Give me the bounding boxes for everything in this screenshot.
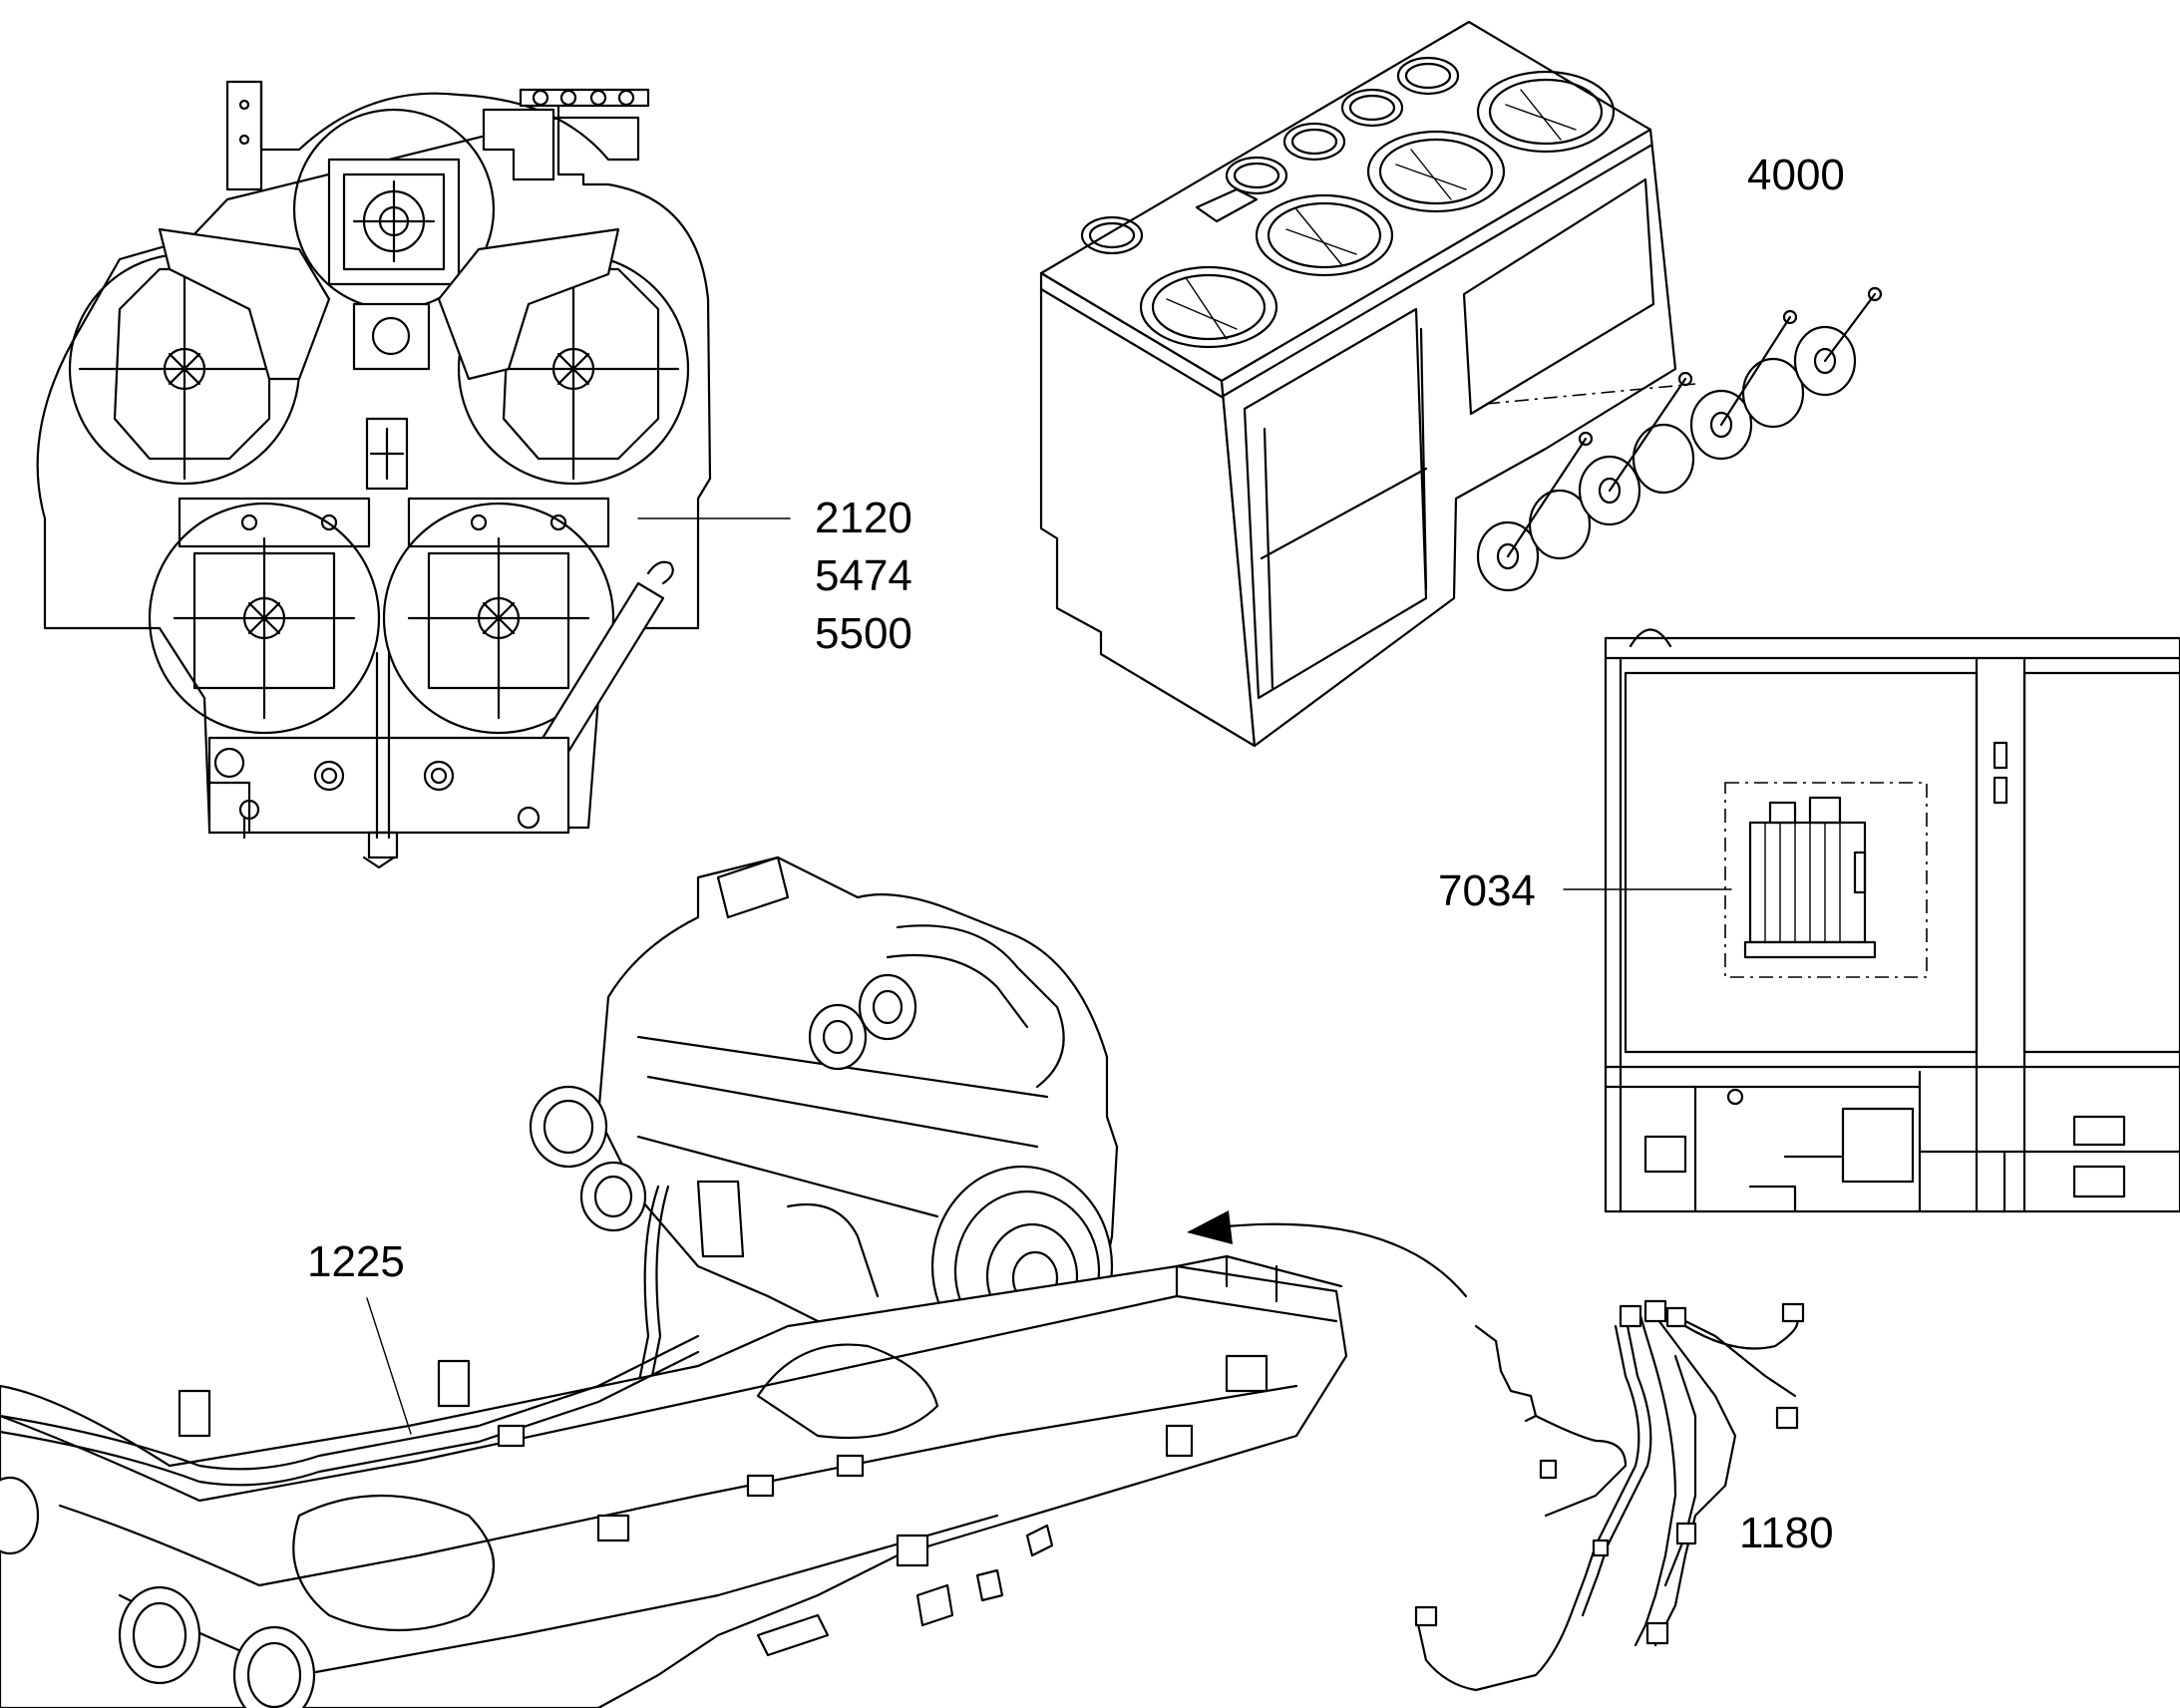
harness-arrow: [1187, 1210, 1468, 1298]
pump-group-drawing: [36, 80, 712, 869]
callout-1180: 1180: [1739, 1509, 1834, 1557]
callout-2120: 2120: [815, 494, 912, 542]
callout-1225: 1225: [307, 1237, 405, 1286]
hydraulic-tank-drawing: [1039, 20, 1883, 748]
engine-drawing: [529, 855, 1119, 1388]
callout-7034: 7034: [1438, 866, 1536, 915]
frame-leader: [366, 1297, 412, 1435]
cabinet-drawing: [1604, 628, 2180, 1213]
wiring-harness-drawing: [1414, 1299, 1805, 1692]
callout-5500: 5500: [815, 609, 912, 658]
callout-4000: 4000: [1747, 151, 1845, 199]
callout-5474: 5474: [815, 551, 912, 600]
frame-drawing: [0, 1254, 1348, 1708]
